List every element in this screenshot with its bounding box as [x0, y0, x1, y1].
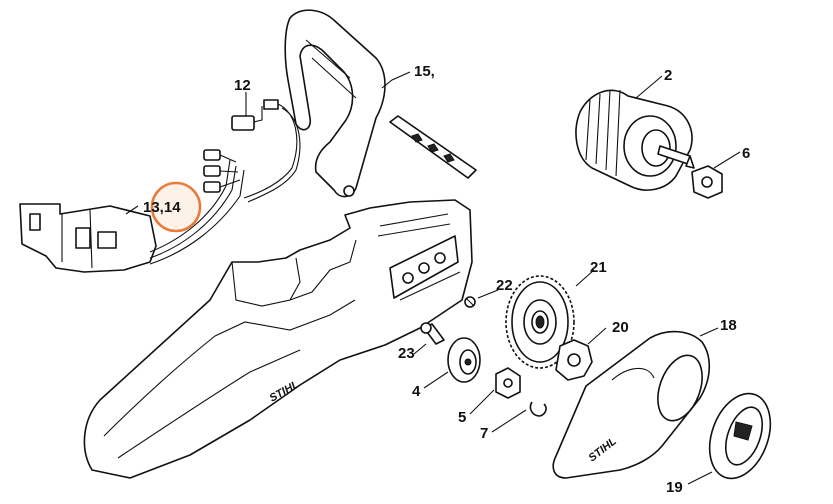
- callout-2[interactable]: 2: [664, 67, 672, 84]
- callout-18[interactable]: 18: [720, 317, 737, 334]
- small-sprocket-part-6: [691, 165, 723, 199]
- callout-13-14[interactable]: 13,14: [143, 199, 181, 216]
- decal-strip: [389, 115, 477, 179]
- gear-part-21: [505, 275, 575, 369]
- callout-22[interactable]: 22: [496, 277, 513, 294]
- callout-21[interactable]: 21: [590, 259, 607, 276]
- electronics-module-parts-13-14: [19, 149, 245, 273]
- highlight-circle: [150, 181, 202, 233]
- callout-4[interactable]: 4: [412, 383, 421, 400]
- motor-part-2: [575, 89, 695, 191]
- callout-labels: 2 4 5 6 7 12 13,14 15, 18 19 20 21 22 23: [143, 63, 750, 496]
- callout-6[interactable]: 6: [742, 145, 750, 162]
- pulley-part-4: [447, 337, 481, 383]
- bolt-part-23: [420, 322, 445, 345]
- screw-part-22: [464, 296, 476, 308]
- leader-lines: [125, 71, 741, 485]
- cap-part-19: [708, 392, 772, 480]
- switch-part-12: [231, 99, 301, 203]
- callout-12[interactable]: 12: [234, 77, 251, 94]
- callout-15[interactable]: 15,: [414, 63, 435, 80]
- callout-20[interactable]: 20: [612, 319, 629, 336]
- callout-19[interactable]: 19: [666, 479, 683, 496]
- tensioner-part-20: [555, 339, 593, 381]
- clip-part-7: [529, 401, 547, 417]
- callout-5[interactable]: 5: [458, 409, 466, 426]
- callout-23[interactable]: 23: [398, 345, 415, 362]
- handle-part-15: [284, 9, 386, 198]
- sprocket-part-5: [495, 367, 521, 399]
- chain-cover-part-18: STIHL: [552, 330, 711, 479]
- callout-7[interactable]: 7: [480, 425, 488, 442]
